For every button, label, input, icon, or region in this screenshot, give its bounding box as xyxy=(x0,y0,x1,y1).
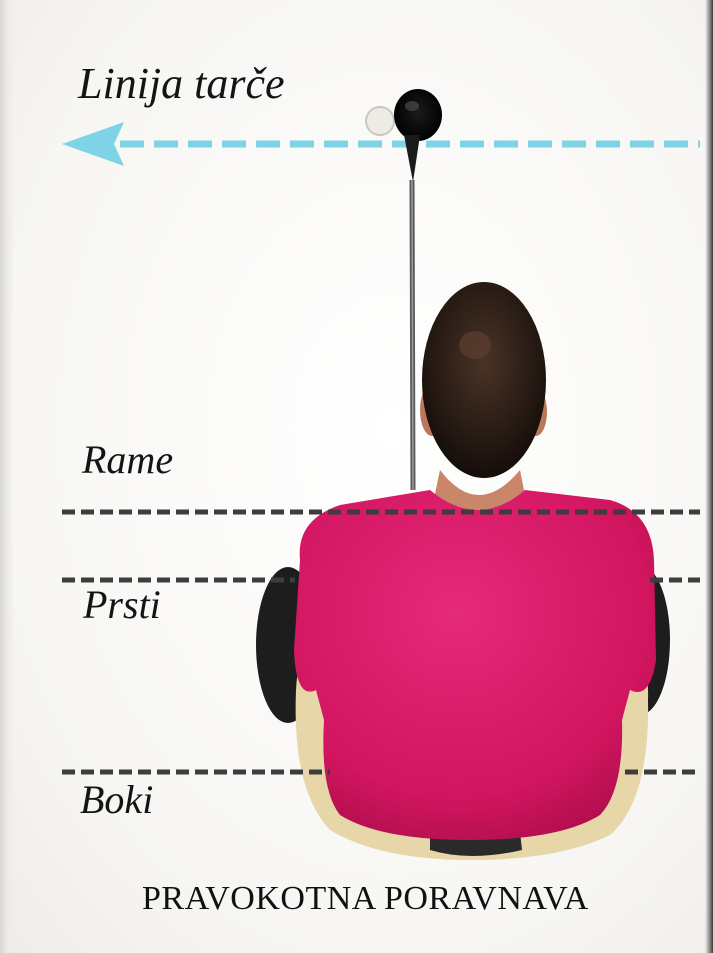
target-arrow-icon xyxy=(62,122,124,166)
club-head-icon xyxy=(394,89,442,141)
target-line-title: Linija tarče xyxy=(78,58,285,109)
head xyxy=(420,282,547,478)
shoulders-label: Rame xyxy=(82,436,173,483)
toes-label: Prsti xyxy=(83,581,161,628)
hips-label: Boki xyxy=(80,776,153,823)
pink-shirt xyxy=(294,490,656,840)
caption: PRAVOKOTNA PORAVNAVA xyxy=(142,880,589,918)
golf-ball-icon xyxy=(366,107,394,135)
